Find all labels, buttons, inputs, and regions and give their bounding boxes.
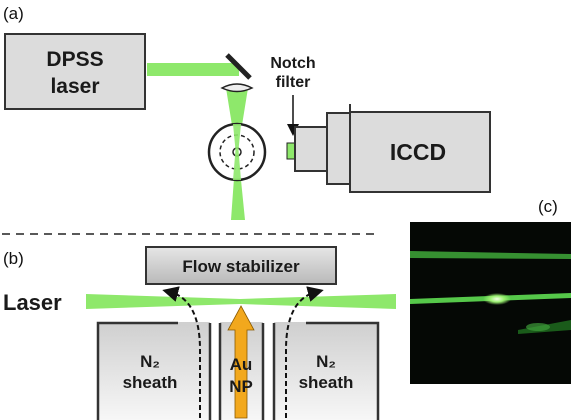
iccd-front [326,104,351,193]
dpss-laser-box [4,33,146,110]
iccd-lens-barrel [294,126,328,172]
mirror [225,53,252,80]
photo-beam-top [410,251,571,259]
center-channel-walls [218,323,265,420]
au-label-line2: NP [229,377,253,396]
laser-beam-horizontal [147,63,239,76]
right-sheath-flow-arrow [285,286,324,418]
flow-stabilizer-label: Flow stabilizer [182,257,300,276]
au-label-line1: Au [230,355,253,374]
notch-filter-label-line2: filter [276,74,311,91]
dpss-label-line2: laser [50,75,99,98]
right-sheath-label-line2: sheath [299,373,354,392]
right-sheath-label-line1: N₂ [316,352,336,371]
right-sheath-walls [272,321,380,420]
notch-filter-label-line1: Notch [270,55,315,72]
panel-label-b: (b) [3,249,24,268]
left-sheath-flow-arrow [162,286,201,418]
iccd-photograph [410,222,571,384]
flow-stabilizer-box [145,246,337,285]
iccd-body [349,111,491,193]
panel-label-c: (c) [538,197,558,216]
dpss-label-line1: DPSS [46,48,103,71]
au-np-arrow [227,305,255,419]
iccd-label: ICCD [390,139,446,165]
left-sheath-label-line1: N₂ [140,352,160,371]
right-sheath-chamber [274,322,378,420]
left-sheath-walls [96,321,212,420]
laser-label: Laser [3,290,62,315]
left-sheath-chamber [98,322,210,420]
photo-emission-spot [483,293,511,305]
photo-lower-spot [526,323,550,331]
focusing-lens [220,83,254,93]
panel-label-a: (a) [3,4,24,23]
notch-filter [286,142,296,160]
left-sheath-label-line2: sheath [123,373,178,392]
laser-beam-focus [233,124,241,180]
